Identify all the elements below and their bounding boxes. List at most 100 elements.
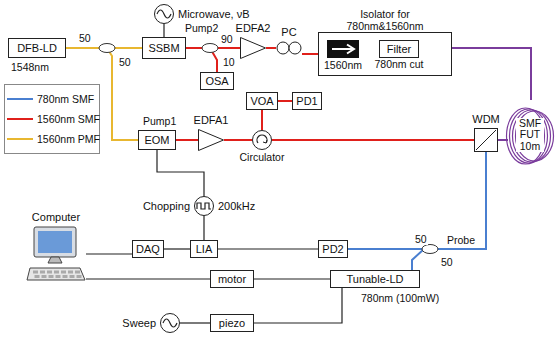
annotation-label: 1548nm — [10, 61, 50, 73]
fiber-connector — [163, 24, 164, 37]
modulator-box: SSBM — [142, 37, 186, 59]
isolator-box: Isolator for 780nm&1560nm1560nmFilter780… — [318, 32, 452, 76]
motor-box: motor — [210, 270, 254, 288]
component-label: 1560nm — [324, 59, 362, 71]
fiber-winding — [516, 111, 554, 161]
legend-line — [7, 138, 33, 140]
signal-source: Chopping200kHz — [194, 196, 214, 216]
key — [40, 271, 45, 274]
circle-outline — [195, 197, 214, 216]
wdm-outline — [475, 129, 498, 152]
component-label: PD1 — [296, 95, 317, 108]
key — [68, 271, 73, 274]
fiber-connector — [224, 139, 252, 141]
circle-outline — [155, 5, 174, 24]
attenuator-box: VOA — [246, 92, 278, 110]
legend-text: 1560nm SMF — [37, 113, 100, 125]
fiber-coupler — [422, 245, 438, 254]
annotation-label: 50 — [118, 56, 132, 68]
isolator-element: 1560nm — [327, 40, 359, 58]
component-label: OSA — [205, 75, 228, 88]
shape-outline — [474, 128, 498, 152]
legend-line — [7, 98, 33, 100]
fiber-connector — [203, 216, 204, 240]
fiber-loop — [289, 42, 301, 54]
daq-box: DAQ — [132, 240, 164, 258]
fiber-connector — [254, 278, 330, 279]
component-label: Chopping — [143, 200, 190, 213]
waveform-symbol — [257, 135, 267, 143]
fiber-coil: SMF FUT 10m — [508, 100, 552, 170]
amplifier-triangle: EDFA2 — [240, 37, 266, 59]
component-label: VOA — [250, 95, 273, 108]
monitor — [34, 227, 76, 257]
component-label: LIA — [196, 243, 213, 256]
component-label: DAQ — [136, 243, 160, 256]
annotation-label: Pump1 — [142, 115, 177, 127]
fiber-connector — [157, 150, 204, 196]
screen — [38, 231, 72, 253]
signal-source: Sweep — [160, 313, 180, 333]
keyboard — [27, 268, 85, 280]
component-label: piezo — [219, 317, 245, 330]
legend-sample — [7, 134, 33, 144]
lockin-box: LIA — [190, 240, 218, 258]
annotation-label: 90 — [220, 33, 234, 45]
circle-outline — [253, 131, 272, 150]
fiber-connector — [412, 152, 486, 270]
legend-row: 1560nm PMF — [7, 129, 97, 149]
shape-outline — [26, 226, 86, 282]
direction-arrow — [332, 45, 354, 54]
detector-box: PD2 — [318, 240, 348, 258]
fiber-connector — [86, 253, 132, 254]
legend-box: 780nm SMF 1560nm SMF 1560nm PMF — [4, 84, 100, 154]
component-label: 200kHz — [218, 200, 255, 213]
fiber-connector — [452, 48, 531, 100]
dichroic-line — [476, 130, 496, 150]
amplifier-triangle: EDFA1 — [198, 129, 224, 151]
annotation-label: 50 — [440, 256, 454, 268]
component-label: Filter — [387, 43, 411, 56]
fiber-connector — [218, 248, 318, 249]
fiber-connector — [180, 322, 210, 323]
fiber-connector — [302, 53, 318, 55]
fiber-connector — [266, 47, 276, 49]
analyzer-box: OSA — [200, 72, 234, 90]
fiber-connector — [164, 248, 190, 249]
annotation-label: Pump2 — [184, 22, 219, 34]
fiber-winding — [510, 109, 548, 163]
circle-outline — [161, 314, 180, 333]
key — [56, 275, 61, 278]
fiber-connector — [86, 278, 210, 279]
laser-box: Tunable-LD780nm (100mW) — [330, 270, 420, 288]
key — [75, 271, 80, 274]
legend-text: 780nm SMF — [37, 93, 94, 105]
shape-outline — [252, 130, 272, 150]
fiber-coupler — [99, 44, 115, 53]
legend-sample — [7, 94, 33, 104]
piezo-box: piezo — [210, 314, 254, 332]
computer-icon: Computer — [26, 226, 86, 282]
key — [61, 271, 66, 274]
fiber-coupler — [202, 44, 218, 53]
component-label: SMF FUT 10m — [516, 118, 544, 153]
waveform-symbol — [157, 10, 171, 18]
waveform-symbol — [163, 319, 177, 327]
component-label: Isolator for 780nm&1560nm — [337, 8, 433, 32]
amplifier-outline — [241, 38, 266, 59]
component-label: EOM — [144, 134, 169, 147]
component-label: EDFA2 — [236, 22, 271, 35]
fiber-winding — [513, 110, 551, 162]
component-label: Circulator — [240, 151, 285, 163]
filter-box: Filter780nm cut — [379, 40, 419, 58]
component-label: Microwave, νB — [178, 8, 250, 21]
component-label: motor — [218, 273, 246, 286]
key — [47, 271, 52, 274]
waveform-symbol — [197, 203, 211, 209]
shape-outline — [154, 4, 174, 24]
component-label: Tunable-LD — [346, 273, 403, 286]
isolator-body — [327, 40, 359, 58]
component-label: 780nm cut — [374, 58, 423, 70]
legend-sample — [7, 114, 33, 124]
